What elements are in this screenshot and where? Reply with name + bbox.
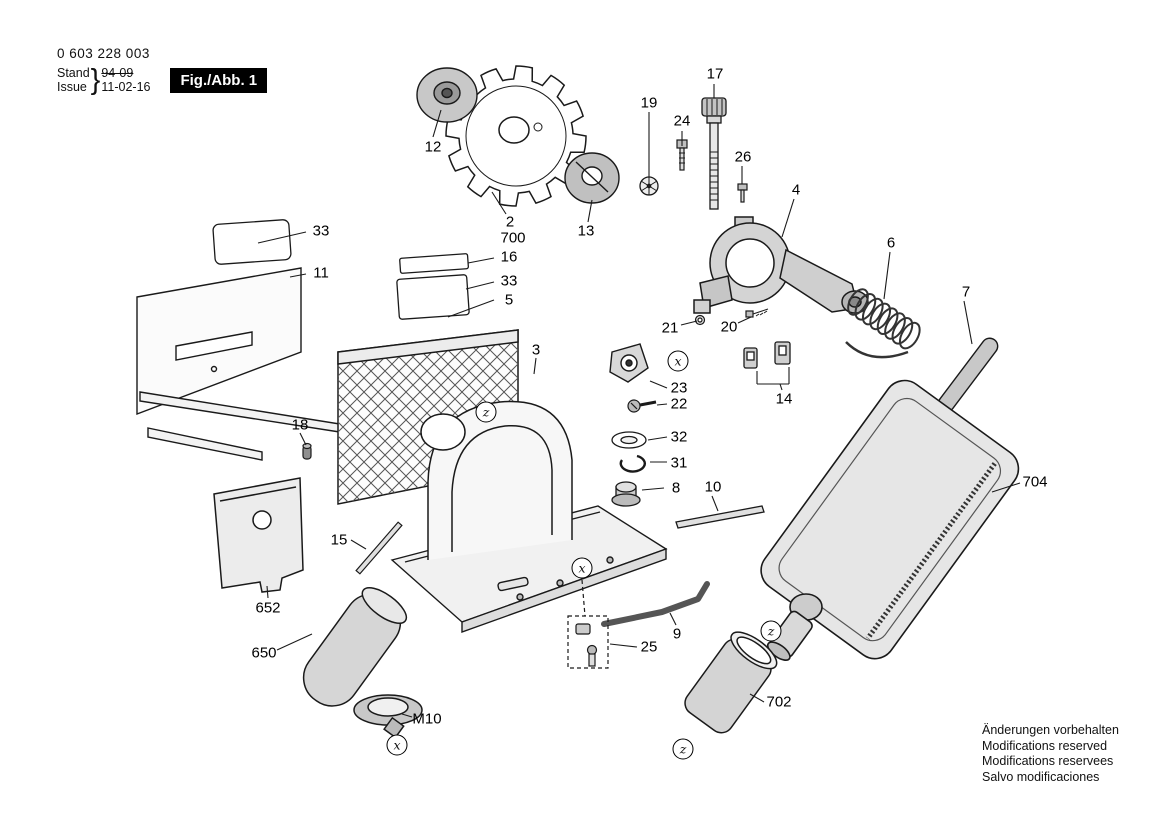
issue-values: 94-09 11-02-16 <box>101 66 150 94</box>
spring-pin-15 <box>355 521 403 575</box>
stand-label: Stand <box>57 66 90 80</box>
screw-22 <box>627 399 657 413</box>
hex-key-9 <box>601 581 710 627</box>
stand-value: 94-09 <box>101 66 134 80</box>
bolt-17 <box>701 97 727 210</box>
screw-20 <box>745 308 769 318</box>
brace-glyph: } <box>90 64 101 96</box>
title-block: 0 603 228 003 Stand Issue } 94-09 11-02-… <box>57 46 268 96</box>
spring-coil <box>847 288 921 350</box>
cap-8 <box>611 481 641 507</box>
figure-label: Fig./Abb. 1 <box>170 67 268 93</box>
footer-line-en: Modifications reserved <box>982 738 1108 753</box>
pin-18 <box>302 442 312 460</box>
issue-value: 11-02-16 <box>101 80 151 94</box>
knob-23 <box>609 343 649 383</box>
clamp-housing-4 <box>693 216 869 314</box>
spring-hook <box>845 341 909 359</box>
washer-32 <box>611 431 647 449</box>
issue-label: Issue <box>57 80 87 94</box>
issue-labels: Stand Issue <box>57 66 90 94</box>
sticker-33-top <box>212 219 292 265</box>
screw-26 <box>737 183 748 203</box>
strip-10 <box>675 505 765 529</box>
star-washer-19 <box>639 176 659 196</box>
adapter-tube-702 <box>684 631 778 734</box>
footer-line-fr: Modifications reservees <box>982 754 1114 768</box>
service-parts-25 <box>567 579 609 669</box>
dust-bag-704 <box>760 379 1020 661</box>
sticker-33-5 <box>396 274 470 320</box>
inner-flange-12 <box>416 67 478 123</box>
sticker-16 <box>399 253 469 274</box>
part-number: 0 603 228 003 <box>57 46 150 61</box>
flap-652 <box>213 477 304 593</box>
washer-21 <box>694 314 706 326</box>
footer-line-de: Änderungen vorbehalten <box>982 723 1119 737</box>
rear-panel-11 <box>136 267 347 461</box>
issue-row: Stand Issue } 94-09 11-02-16 Fig./Abb. 1 <box>57 64 268 96</box>
c-clip-31 <box>619 454 646 473</box>
pin-rod-7 <box>937 337 999 413</box>
leader-lines <box>257 84 1021 718</box>
blade-guard <box>420 400 573 560</box>
footer-line-es: Salvo modificaciones <box>982 769 1100 784</box>
outer-flange-13 <box>564 152 620 204</box>
clips-14 <box>743 341 791 369</box>
footer-block: Änderungen vorbehalten Modifications res… <box>982 723 1119 785</box>
handle-650 <box>302 587 423 739</box>
saw-blade <box>445 65 587 207</box>
